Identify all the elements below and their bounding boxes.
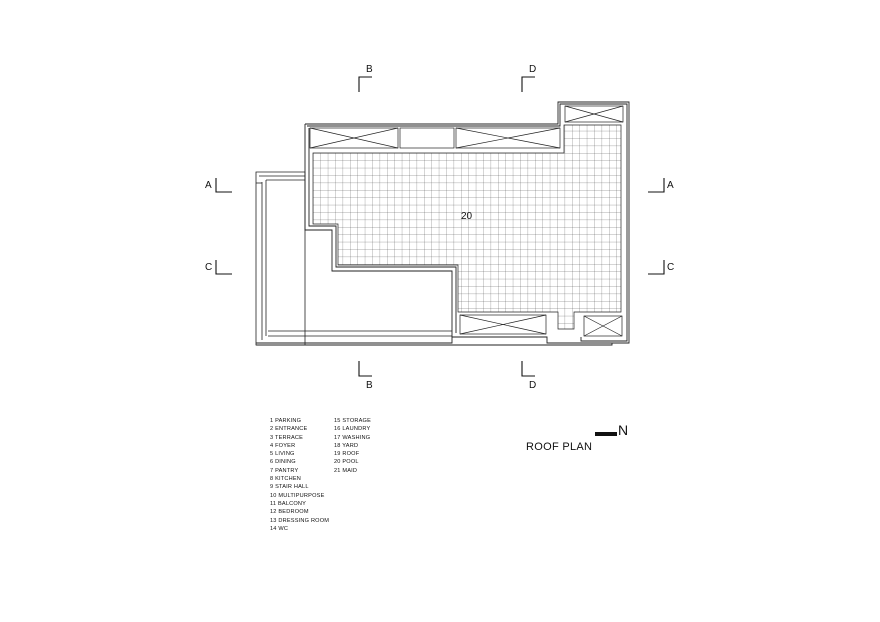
section-label-c-right: C — [667, 262, 674, 273]
legend-item: 15 STORAGE — [334, 418, 372, 424]
legend-item: 12 BEDROOM — [270, 509, 309, 516]
legend-item: 2 ENTRANCE — [270, 426, 308, 433]
section-label-d-top: D — [529, 64, 536, 75]
section-marker-c-left: C — [205, 260, 232, 275]
section-label-a-right: A — [667, 180, 674, 191]
legend-item: 19 ROOF — [334, 451, 360, 458]
section-label-d-bottom: D — [529, 380, 536, 391]
legend-item: 8 KITCHEN — [270, 476, 302, 483]
section-label-a-left: A — [205, 180, 212, 191]
legend-item: 18 YARD — [334, 442, 359, 449]
roof-outline — [256, 101, 630, 346]
legend-item: 10 MULTIPURPOSE — [270, 492, 325, 499]
section-label-b-top: B — [366, 64, 373, 75]
section-marker-a-right: A — [648, 178, 674, 193]
section-marker-a-left: A — [205, 178, 232, 193]
north-arrow-icon — [595, 432, 617, 436]
bottom-planter-boxes — [459, 314, 623, 337]
legend-item: 7 PANTRY — [270, 467, 299, 474]
legend-item: 11 BALCONY — [270, 500, 307, 507]
legend-item: 17 WASHING — [334, 434, 371, 441]
legend-item: 20 POOL — [334, 459, 359, 466]
section-label-b-bottom: B — [366, 380, 373, 391]
legend-item: 4 FOYER — [270, 442, 296, 449]
legend-item: 9 STAIR HALL — [270, 484, 309, 491]
section-marker-b-bottom: B — [358, 361, 373, 391]
legend-item: 3 TERRACE — [270, 434, 304, 441]
legend-item: 1 PARKING — [270, 418, 302, 424]
section-marker-d-bottom: D — [521, 361, 536, 391]
section-marker-b-top: B — [358, 64, 373, 92]
legend-item: 14 WC — [270, 525, 289, 532]
top-planter-boxes — [309, 105, 624, 149]
north-label: N — [618, 422, 629, 438]
room-tag-20: 20 — [461, 211, 473, 222]
legend-item: 16 LAUNDRY — [334, 426, 371, 433]
legend-item: 6 DINING — [270, 459, 296, 466]
legend-item: 21 MAID — [334, 467, 358, 474]
section-marker-c-right: C — [648, 260, 674, 275]
legend-item: 5 LIVING — [270, 451, 295, 458]
plan-title: ROOF PLAN — [526, 441, 593, 453]
pool-tile-area — [312, 124, 622, 330]
legend-item: 13 DRESSING ROOM — [270, 517, 330, 524]
section-label-c-left: C — [205, 262, 212, 273]
section-marker-d-top: D — [521, 64, 536, 92]
